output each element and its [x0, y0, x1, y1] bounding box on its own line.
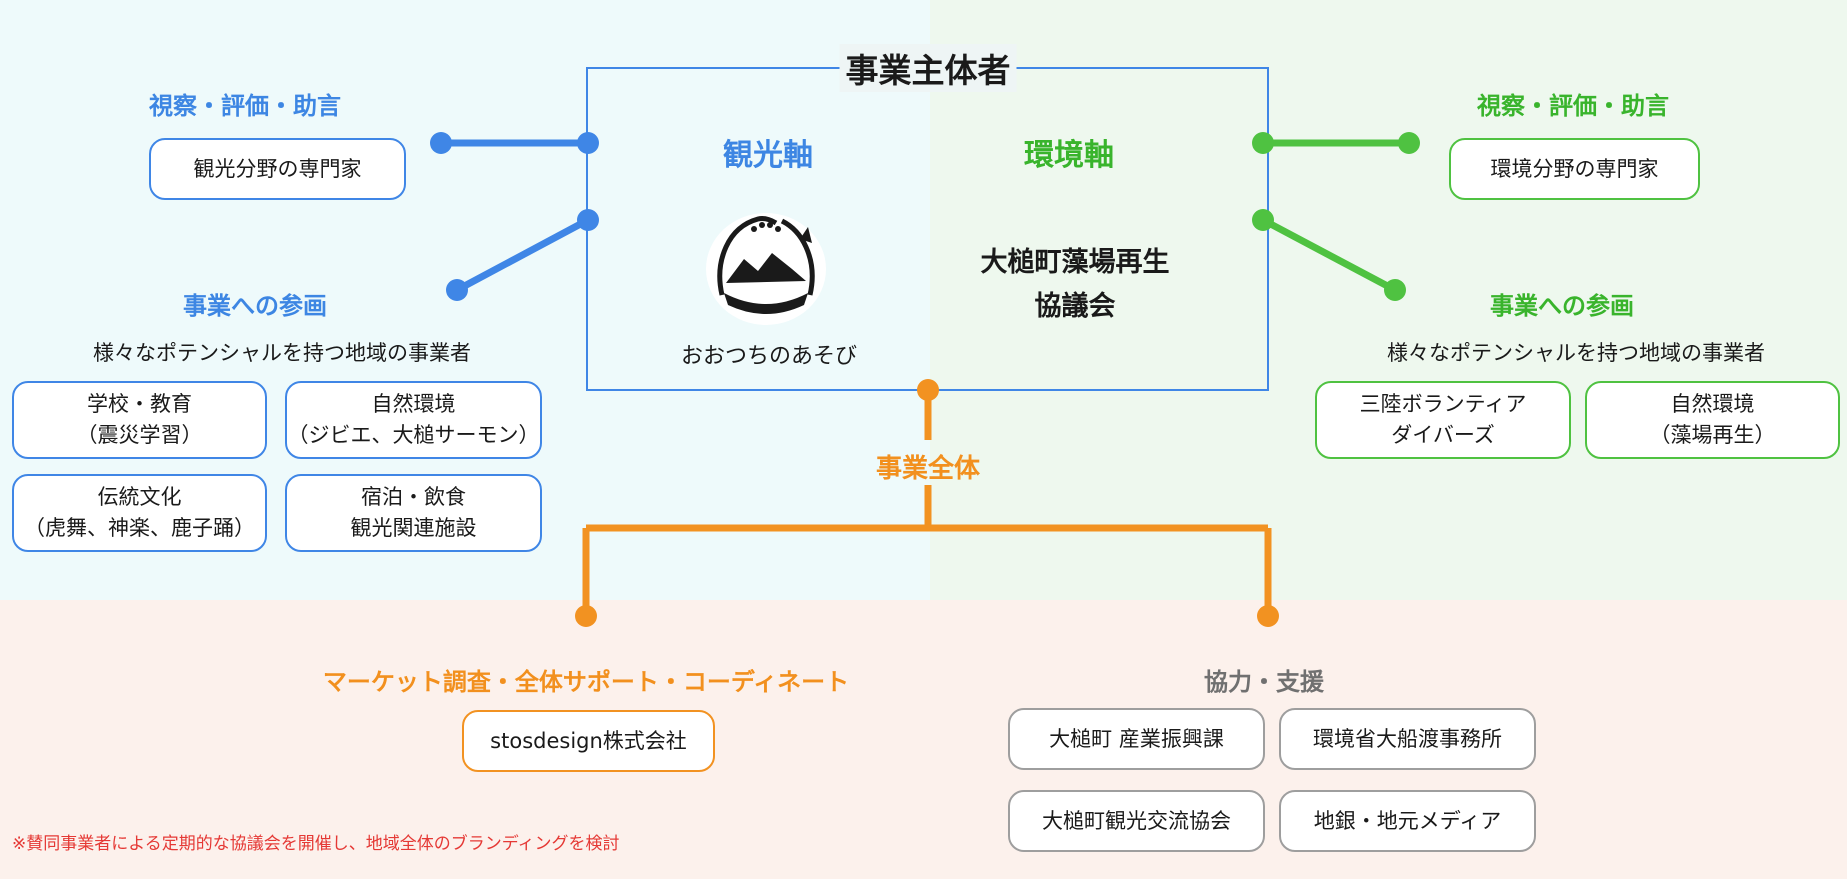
left-box-tradition-line2: （虎舞、神楽、鹿子踊）: [24, 516, 255, 540]
environment-area-background: [930, 0, 1847, 600]
left-participation-subtitle: 様々なポテンシャルを持つ地域の事業者: [93, 341, 471, 365]
logo-caption: おおつちのあそび: [680, 344, 858, 369]
right-box-seaweed-line2: （藻場再生）: [1649, 423, 1776, 447]
left-box-tradition: 伝統文化 （虎舞、神楽、鹿子踊）: [12, 474, 267, 552]
left-box-lodging-line2: 観光関連施設: [350, 516, 477, 540]
right-participation-dot-inner: [1252, 209, 1274, 231]
left-box-school: 学校・教育 （震災学習）: [12, 381, 267, 459]
support-box-tourism-assoc-label: 大槌町観光交流協会: [1042, 808, 1231, 833]
left-advice-dot-outer: [430, 132, 452, 154]
left-box-nature: 自然環境 （ジビエ、大槌サーモン）: [285, 381, 542, 459]
right-box-seaweed-line1: 自然環境: [1670, 392, 1755, 416]
support-box-ministry-label: 環境省大船渡事務所: [1313, 726, 1502, 751]
support-box-industry-label: 大槌町 産業振興課: [1049, 726, 1224, 751]
footnote: ※賛同事業者による定期的な協議会を開催し、地域全体のブランディングを検討: [12, 834, 620, 854]
support-box-industry: 大槌町 産業振興課: [1008, 708, 1265, 770]
right-participation-subtitle: 様々なポテンシャルを持つ地域の事業者: [1387, 341, 1765, 365]
company-label: stosdesign株式会社: [490, 728, 687, 753]
left-box-school-line2: （震災学習）: [76, 423, 203, 447]
council-name-line1: 大槌町藻場再生: [980, 247, 1170, 278]
business-entity-title: 事業主体者: [839, 44, 1017, 92]
whole-label: 事業全体: [875, 454, 981, 484]
left-box-nature-line2: （ジビエ、大槌サーモン）: [287, 423, 540, 447]
right-advice-dot-outer: [1398, 132, 1420, 154]
tourism-expert-label: 観光分野の専門家: [193, 156, 362, 181]
environment-axis-label: 環境軸: [1024, 138, 1114, 173]
left-box-school-line1: 学校・教育: [87, 392, 192, 416]
otsuchi-asobi-logo: [706, 213, 826, 325]
market-title: マーケット調査・全体サポート・コーディネート: [322, 668, 850, 696]
right-advice-dot-inner: [1252, 132, 1274, 154]
tourism-expert-box: 観光分野の専門家: [149, 138, 406, 200]
right-participation-connector: [1261, 216, 1397, 294]
left-advice-dot-inner: [577, 132, 599, 154]
left-advice-title: 視察・評価・助言: [149, 92, 341, 120]
left-box-tradition-line1: 伝統文化: [97, 485, 182, 509]
support-box-media: 地銀・地元メディア: [1279, 790, 1536, 852]
council-name-line2: 協議会: [1034, 291, 1116, 322]
whole-left-dot: [575, 605, 597, 627]
left-participation-connector: [455, 216, 590, 294]
environment-expert-label: 環境分野の専門家: [1490, 156, 1659, 181]
right-participation-title: 事業への参画: [1490, 292, 1634, 320]
whole-area-background: [0, 600, 1847, 879]
right-box-divers: 三陸ボランティアダイバーズ: [1315, 381, 1571, 459]
left-box-lodging-line1: 宿泊・飲食: [361, 485, 466, 509]
support-box-ministry: 環境省大船渡事務所: [1279, 708, 1536, 770]
support-title: 協力・支援: [1204, 668, 1324, 696]
tourism-axis-label: 観光軸: [723, 138, 813, 173]
right-box-divers-line1: 三陸ボランティア: [1359, 392, 1527, 416]
right-box-seaweed: 自然環境 （藻場再生）: [1585, 381, 1840, 459]
left-participation-dot-outer: [446, 279, 468, 301]
right-advice-title: 視察・評価・助言: [1477, 92, 1669, 120]
environment-expert-box: 環境分野の専門家: [1449, 138, 1700, 200]
support-box-tourism-assoc: 大槌町観光交流協会: [1008, 790, 1265, 852]
company-box: stosdesign株式会社: [462, 710, 715, 772]
whole-top-dot: [917, 379, 939, 401]
left-box-nature-line1: 自然環境: [371, 392, 456, 416]
whole-right-dot: [1257, 605, 1279, 627]
support-box-media-label: 地銀・地元メディア: [1313, 808, 1502, 833]
right-box-divers-line2: ダイバーズ: [1391, 423, 1495, 447]
left-participation-title: 事業への参画: [183, 292, 327, 320]
right-participation-dot-outer: [1384, 279, 1406, 301]
left-participation-dot-inner: [577, 209, 599, 231]
left-box-lodging: 宿泊・飲食観光関連施設: [285, 474, 542, 552]
